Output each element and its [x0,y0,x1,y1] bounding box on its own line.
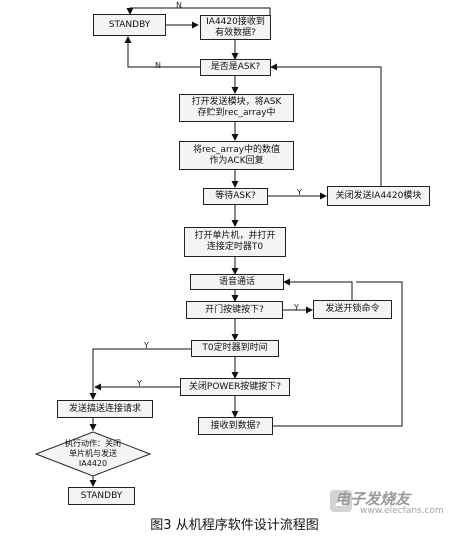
label-y-wait: Y [297,188,302,197]
node-received-data: 接收到数据? [198,417,273,435]
label-n-is-ask: N [155,61,161,70]
edge-isask-n-standby [124,36,200,68]
node-ack: 将rec_array中的数值 作为ACK回复 [179,141,294,170]
label-y-t0: Y [144,341,149,350]
node-power-key: 关闭POWER按键按下? [180,378,290,396]
watermark-text: 电子发烧友 [335,490,411,508]
node-open-mcu: 打开单片机，并打开 连接定时器T0 [184,227,286,257]
edge-received-voice [273,281,403,427]
node-wait-ask: 等待ASK? [203,188,268,205]
edge-receive-n-standby [126,7,271,16]
edge-t0-sendreq [89,348,191,400]
execute-diamond [34,431,152,477]
edge-unlock-voice [283,278,353,300]
node-is-ask: 是否是ASK? [200,59,271,76]
node-standby-bottom: STANDBY [68,487,135,505]
node-standby-top: STANDBY [93,14,166,36]
node-execute: 执行动作：关闭 单片机与发送 IA4420 [65,439,121,468]
watermark-logo-icon [330,490,352,512]
watermark-url: www.elecfans.com [360,506,444,516]
node-send-request: 发送搞送连接请求 [57,400,153,418]
node-t0-timeout: T0定时器到时间 [191,340,279,357]
label-n-receive: N [176,1,182,10]
node-send-unlock: 发送开锁命令 [313,300,392,319]
label-y-door: Y [294,303,299,312]
label-y-power: Y [137,379,142,388]
node-close-tx: 关闭发送IA4420模块 [327,186,430,206]
node-receive: IA4420接收到 有效数据? [200,15,271,40]
figure-caption: 图3 从机程序软件设计流程图 [150,518,319,533]
edge-close-isask [270,63,382,186]
node-door-key: 开门按键按下? [186,301,283,319]
node-voice: 语音通话 [190,274,284,290]
node-open-tx: 打开发送模块，将ASK 存贮到rec_array中 [179,94,294,122]
